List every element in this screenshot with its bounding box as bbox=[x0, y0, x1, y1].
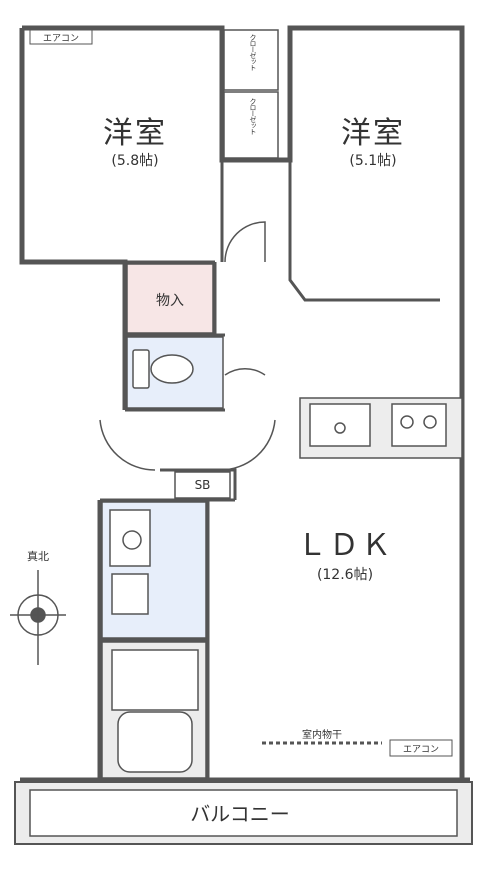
north-label: 真北 bbox=[27, 550, 49, 563]
ldk-size: (12.6帖) bbox=[316, 567, 374, 583]
stove-icon bbox=[391, 403, 447, 447]
toilet-icon bbox=[132, 349, 194, 389]
interior-walls bbox=[100, 28, 440, 780]
western-room-1-size: (5.8帖) bbox=[111, 153, 159, 169]
door-swings bbox=[99, 221, 276, 471]
shoebox-label: SB bbox=[194, 478, 211, 492]
sink-icon bbox=[309, 403, 371, 447]
shoebox bbox=[174, 471, 231, 499]
closet-1 bbox=[223, 29, 279, 91]
aircon-label-1: エアコン bbox=[42, 34, 79, 44]
laundry-label: 室内物干 bbox=[302, 730, 342, 741]
western-room-2-name: 洋室 bbox=[341, 116, 405, 151]
washbasin-icon bbox=[109, 509, 151, 615]
aircon-box-1 bbox=[29, 29, 93, 45]
bathtub-icon bbox=[111, 649, 199, 773]
western-room-1-name: 洋室 bbox=[103, 116, 167, 151]
closet-2 bbox=[223, 91, 279, 159]
storage-room bbox=[126, 263, 214, 334]
aircon-label-2: エアコン bbox=[402, 745, 439, 755]
storage-label: 物入 bbox=[156, 293, 184, 309]
balcony-label: バルコニー bbox=[190, 802, 290, 826]
closet-label-1: クローゼット bbox=[249, 34, 257, 70]
closet-label-2: クローゼット bbox=[249, 98, 257, 134]
north-compass-icon bbox=[10, 570, 66, 665]
western-room-2-size: (5.1帖) bbox=[349, 153, 397, 169]
ldk-name: ＬＤＫ bbox=[297, 528, 393, 563]
aircon-box-2 bbox=[389, 739, 453, 757]
